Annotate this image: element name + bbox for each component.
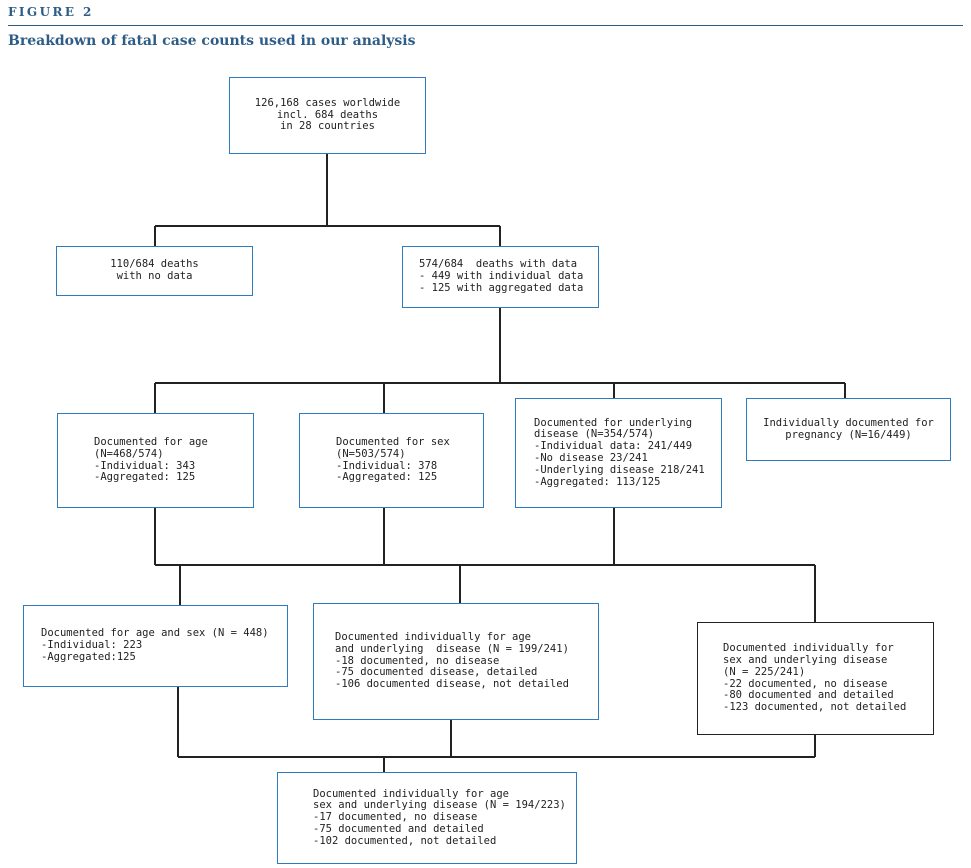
sex-disease-box: Documented individually for sex and unde… <box>697 622 934 735</box>
figure-title: Breakdown of fatal case counts used in o… <box>8 33 416 49</box>
header-rule <box>8 25 963 26</box>
pregnancy-box: Individually documented for pregnancy (N… <box>746 398 951 461</box>
age-sex-box: Documented for age and sex (N = 448) -In… <box>23 605 288 687</box>
age-documented-box: Documented for age (N=468/574) -Individu… <box>57 413 254 508</box>
sex-documented-box: Documented for sex (N=503/574) -Individu… <box>299 413 484 508</box>
age-sex-disease-box: Documented individually for age sex and … <box>277 772 577 864</box>
no-data-box: 110/684 deaths with no data <box>56 246 253 296</box>
age-disease-box: Documented individually for age and unde… <box>313 603 599 720</box>
figure-label: FIGURE 2 <box>8 5 94 19</box>
underlying-disease-box: Documented for underlying disease (N=354… <box>515 398 722 508</box>
deaths-with-data-box: 574/684 deaths with data - 449 with indi… <box>402 246 599 308</box>
total-cases-box: 126,168 cases worldwide incl. 684 deaths… <box>229 77 426 154</box>
